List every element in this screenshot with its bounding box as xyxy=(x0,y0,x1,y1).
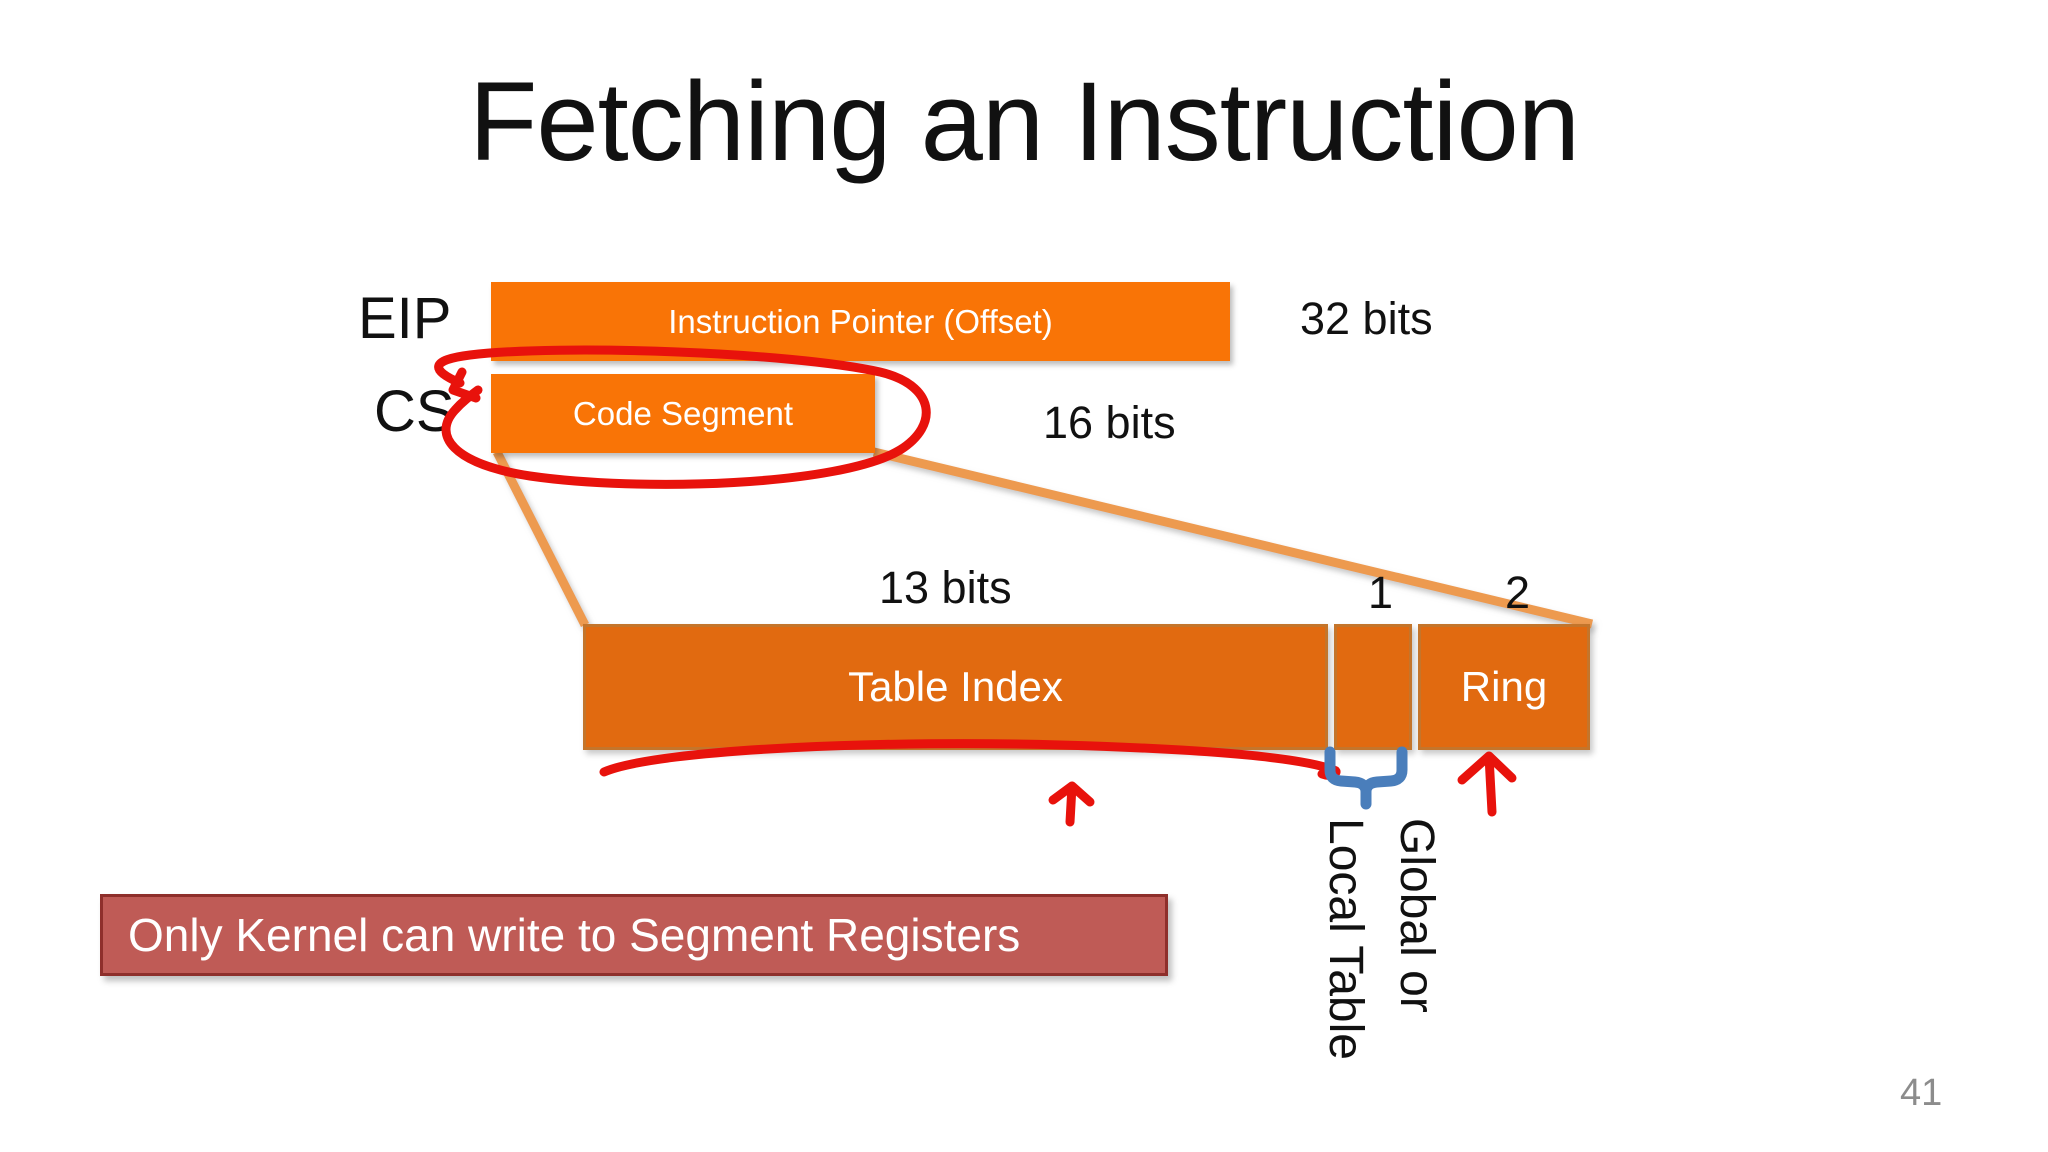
callout-box-kernel-warning: Only Kernel can write to Segment Registe… xyxy=(100,894,1168,976)
register-label-cs: CS xyxy=(374,379,455,444)
caption-local-table: Local Table xyxy=(1319,818,1372,1060)
register-bar-instruction-pointer: Instruction Pointer (Offset) xyxy=(491,282,1230,361)
bit-width-label-2: 2 xyxy=(1505,567,1531,618)
descriptor-field-label-ring: Ring xyxy=(1460,663,1548,710)
caption-global-or: Global or xyxy=(1390,818,1443,1013)
red-arrow-ring xyxy=(1457,751,1517,817)
register-bar-label-eip: Instruction Pointer (Offset) xyxy=(668,302,1053,340)
red-arrow-table-index xyxy=(1048,781,1095,827)
page-number: 41 xyxy=(1900,1072,1943,1114)
register-bar-label-cs: Code Segment xyxy=(572,394,794,432)
bit-width-label-1: 1 xyxy=(1368,567,1394,618)
descriptor-field-ring: Ring xyxy=(1418,624,1590,750)
blue-brace-global-local xyxy=(1324,746,1408,810)
bit-width-label-16: 16 bits xyxy=(1043,397,1176,448)
descriptor-field-label-table-index: Table Index xyxy=(848,663,1063,710)
register-bar-code-segment: Code Segment xyxy=(491,374,875,453)
callout-text: Only Kernel can write to Segment Registe… xyxy=(128,909,1021,961)
connector-left xyxy=(492,449,590,628)
red-ellipse-tail xyxy=(448,367,481,403)
page-title: Fetching an Instruction xyxy=(468,59,1580,184)
descriptor-field-global-local-bit xyxy=(1334,624,1412,750)
descriptor-field-table-index: Table Index xyxy=(583,624,1328,750)
bit-width-label-13: 13 bits xyxy=(879,562,1012,613)
register-label-eip: EIP xyxy=(358,286,452,351)
bit-width-label-32: 32 bits xyxy=(1300,293,1433,344)
